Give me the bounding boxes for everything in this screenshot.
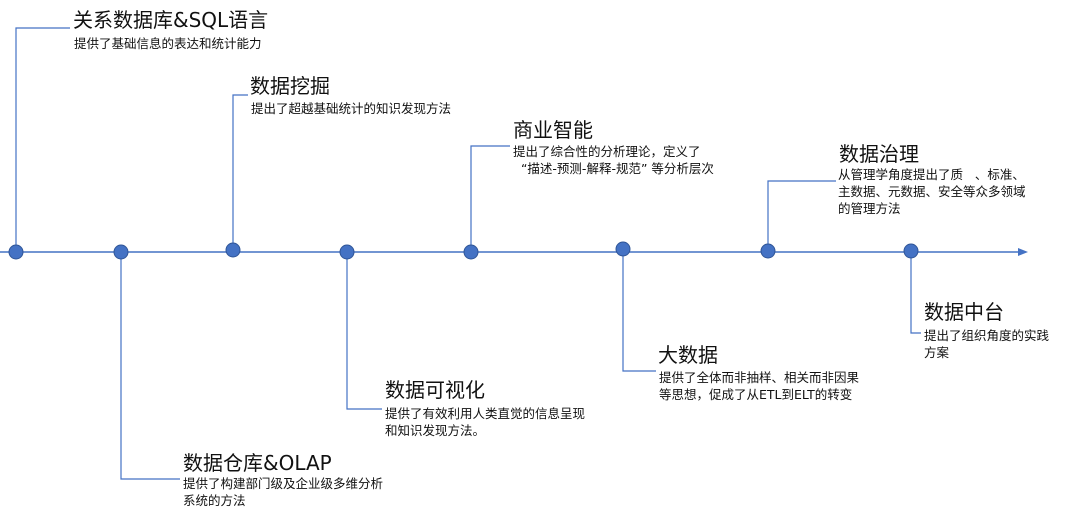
milestone-desc-business-intelligence: 提出了综合性的分析理论，定义了 “描述-预测-解释-规范” 等分析层次 [513, 144, 714, 176]
connector-data-governance [767, 180, 836, 252]
connector-data-middle-platform [910, 252, 921, 334]
milestone-dot-data-middle-platform [903, 243, 919, 259]
timeline-dots [8, 241, 919, 260]
connector-business-intelligence [470, 145, 510, 252]
milestone-desc-big-data: 提供了全体而非抽样、相关而非因果 等思想，促成了从ETL到ELT的转变 [659, 370, 860, 402]
milestone-title-data-visualization: 数据可视化 [385, 378, 485, 402]
milestone-title-big-data: 大数据 [658, 343, 718, 367]
milestone-dot-big-data [615, 241, 631, 257]
milestone-desc-data-mining: 提出了超越基础统计的知识发现方法 [251, 101, 452, 116]
connector-data-visualization [346, 252, 382, 410]
connector-data-warehouse [120, 252, 180, 480]
connector-relational-db [15, 27, 70, 252]
connector-big-data [622, 252, 656, 372]
milestone-dot-relational-db [8, 244, 24, 260]
timeline-arrowhead [1018, 248, 1028, 256]
milestone-dot-data-mining [225, 242, 241, 258]
milestone-desc-data-warehouse: 提供了构建部门级及企业级多维分析 系统的方法 [183, 476, 384, 508]
milestone-dot-data-warehouse [113, 244, 129, 260]
milestone-title-data-governance: 数据治理 [839, 142, 919, 166]
milestone-desc-data-middle-platform: 提出了组织角度的实践 方案 [924, 328, 1050, 360]
milestone-dot-business-intelligence [463, 244, 479, 260]
milestone-title-data-mining: 数据挖掘 [250, 74, 330, 98]
milestone-title-relational-db: 关系数据库&SQL语言 [73, 8, 269, 32]
milestone-title-data-middle-platform: 数据中台 [924, 300, 1004, 324]
milestone-desc-relational-db: 提供了基础信息的表达和统计能力 [74, 36, 262, 51]
connector-lines [15, 27, 921, 480]
milestone-title-data-warehouse: 数据仓库&OLAP [183, 451, 332, 475]
milestone-desc-data-governance: 从管理学角度提出了质 、标准、 主数据、元数据、安全等众多领域 的管理方法 [838, 167, 1026, 216]
milestone-title-business-intelligence: 商业智能 [513, 118, 593, 142]
connector-data-mining [232, 94, 248, 252]
milestone-desc-data-visualization: 提供了有效利用人类直觉的信息呈现 和知识发现方法。 [385, 406, 586, 438]
milestone-dot-data-visualization [339, 244, 355, 260]
milestone-dot-data-governance [760, 243, 776, 259]
